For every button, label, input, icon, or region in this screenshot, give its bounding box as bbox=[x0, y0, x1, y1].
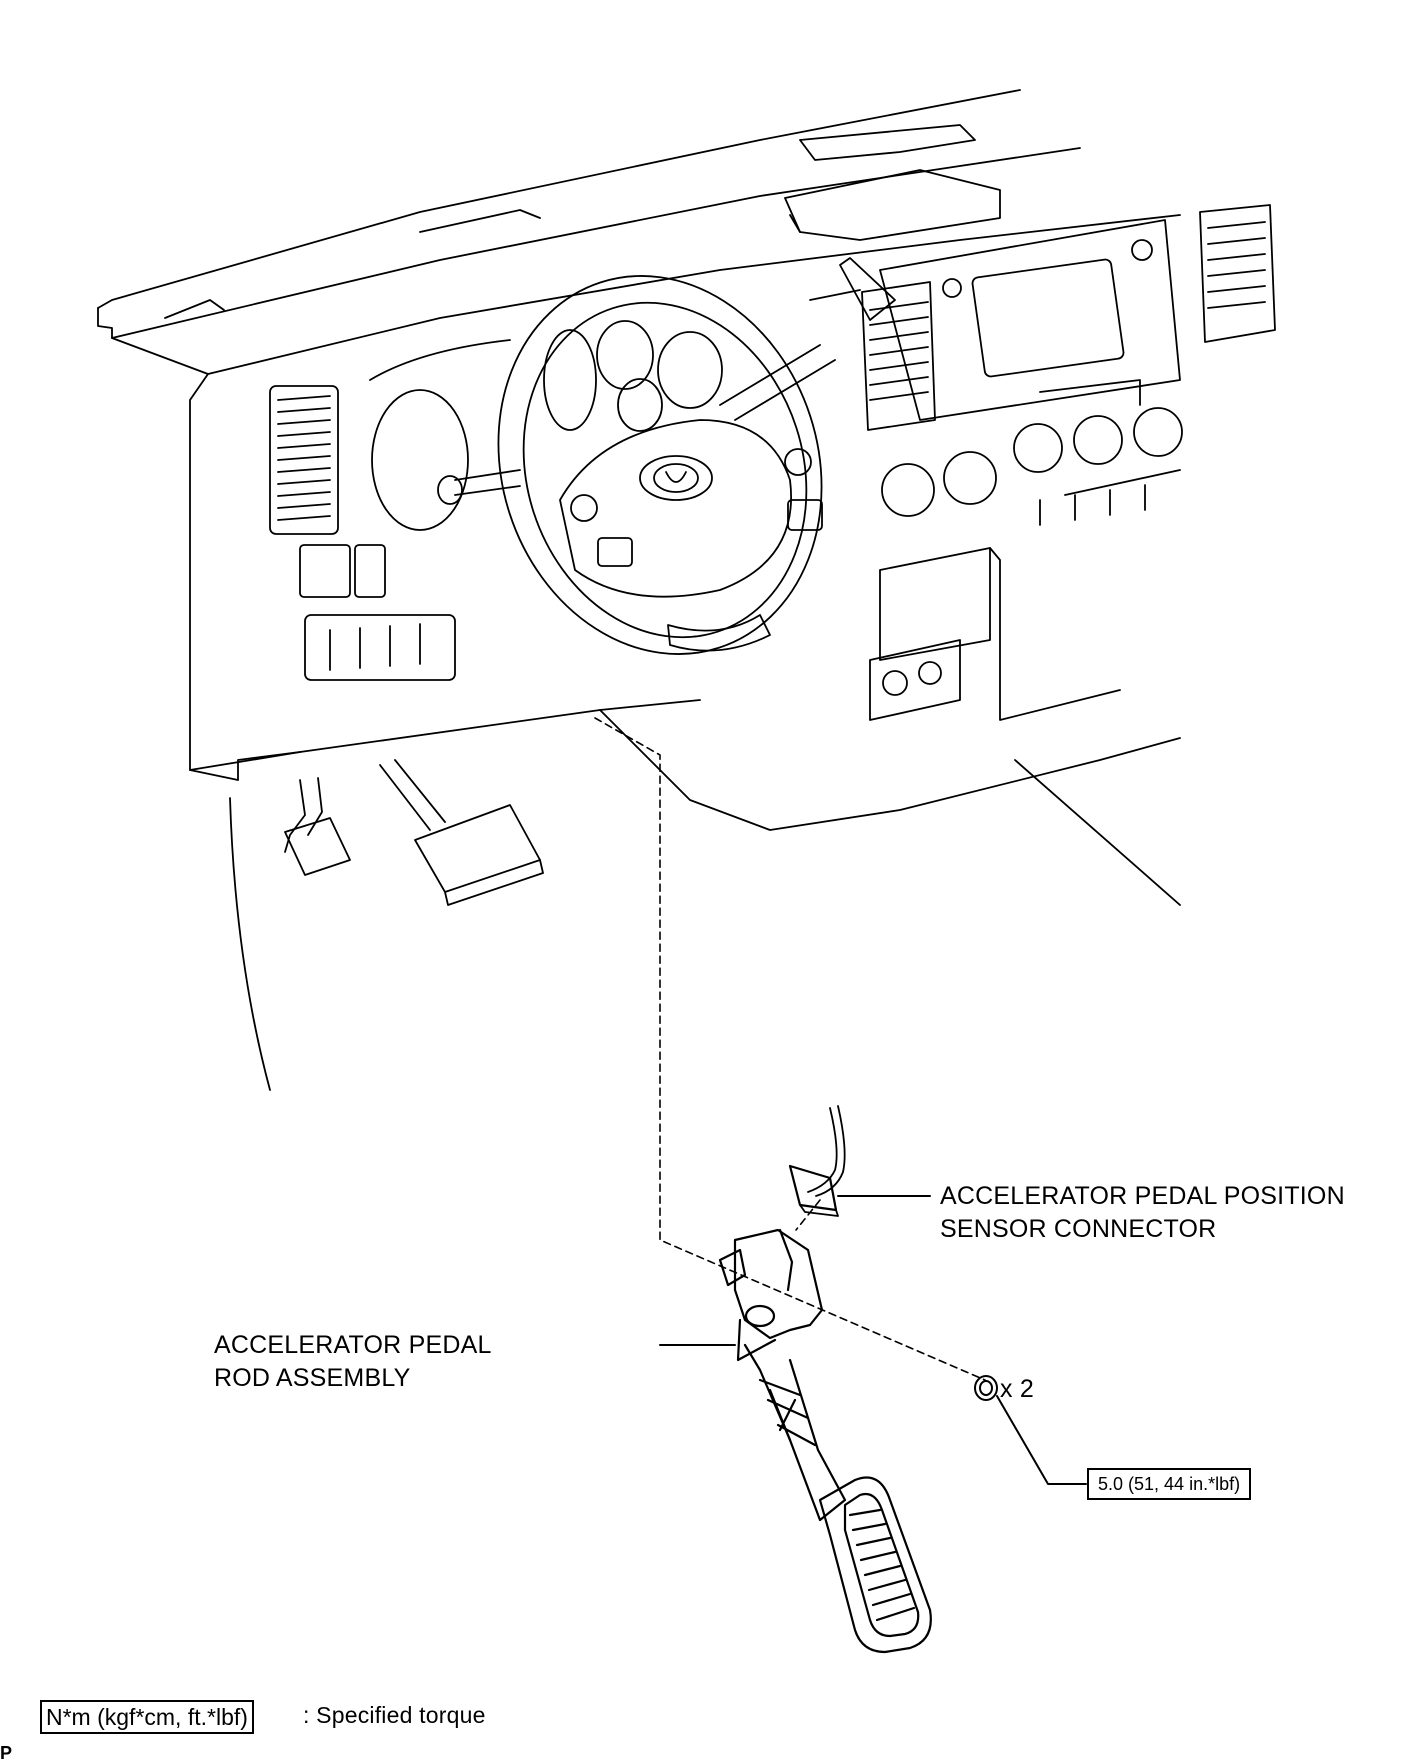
steering-wheel bbox=[437, 257, 896, 655]
dashboard-body bbox=[189, 204, 1276, 1091]
dashboard-top bbox=[97, 89, 1181, 375]
sensor-connector-label-line2: SENSOR CONNECTOR bbox=[940, 1215, 1217, 1243]
nut-part bbox=[974, 1375, 1087, 1485]
accelerator-pedal-assembly bbox=[659, 1228, 932, 1654]
corner-mark: P bbox=[0, 1743, 13, 1763]
torque-unit-legend-box: N*m (kgf*cm, ft.*lbf) bbox=[40, 1700, 254, 1734]
pedal-rod-label-line1: ACCELERATOR PEDAL bbox=[214, 1331, 492, 1359]
pedal-rod-label-line2: ROD ASSEMBLY bbox=[214, 1364, 411, 1392]
floor-pedals bbox=[284, 759, 544, 906]
torque-legend-description: : Specified torque bbox=[303, 1702, 486, 1728]
sensor-connector-part bbox=[788, 1105, 931, 1217]
sensor-connector-label-line1: ACCELERATOR PEDAL POSITION bbox=[940, 1182, 1345, 1210]
nut-quantity-label: x 2 bbox=[1000, 1375, 1034, 1403]
torque-value-box: 5.0 (51, 44 in.*lbf) bbox=[1087, 1468, 1252, 1500]
